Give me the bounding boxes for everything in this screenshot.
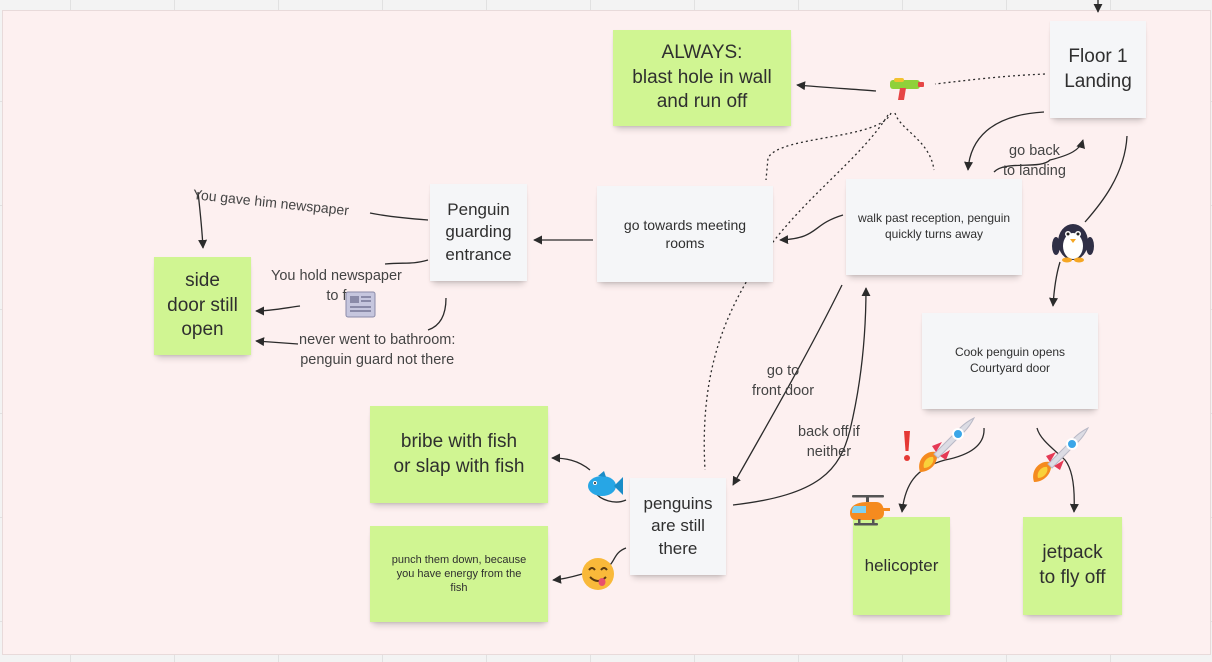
connector-penguins-to-yum[interactable] — [609, 547, 627, 566]
label-never-went-to-bathroom: never went to bathroom: penguin guard no… — [299, 332, 456, 369]
connector-yum-to-punch[interactable] — [552, 573, 583, 584]
helicopter-icon — [850, 495, 890, 526]
connector-floor1-to-penguin[interactable] — [1084, 135, 1128, 223]
connector-gun-to-always[interactable] — [796, 81, 877, 92]
sticky-cook-penguin-opens-courtyard[interactable]: Cook penguin opens Courtyard door — [922, 313, 1098, 409]
connector-back-to-landing[interactable] — [993, 139, 1085, 173]
sticky-punch-them-down[interactable]: punch them down, because you have energy… — [370, 526, 548, 622]
penguin-icon — [1052, 224, 1094, 263]
sticky-penguins-still-there[interactable]: penguins are still there — [630, 478, 726, 575]
fish-icon — [588, 471, 623, 496]
newspaper-icon — [345, 291, 376, 318]
connector-gave-newspaper-down[interactable] — [197, 191, 208, 249]
sticky-jetpack-fly-off[interactable]: jetpack to fly off — [1023, 517, 1122, 615]
connector-front-door[interactable] — [732, 284, 843, 486]
connector-cook-to-jetpack[interactable] — [1036, 427, 1079, 513]
rocket-icon — [919, 416, 976, 472]
label-you-hold-newspaper: You hold newspaper to f — [271, 268, 402, 305]
sticky-penguin-guarding-entrance[interactable]: Penguin guarding entrance — [430, 184, 527, 281]
connector-cook-to-helicopter[interactable] — [898, 427, 985, 513]
yum-face-icon — [582, 558, 614, 590]
connector-gave-newspaper[interactable] — [369, 212, 429, 221]
water-gun-icon — [890, 78, 924, 100]
connector-never-bathroom-arrow[interactable] — [255, 337, 299, 347]
connector-fish-to-bribe[interactable] — [551, 453, 591, 471]
connector-floor1-to-reception[interactable] — [964, 111, 1045, 171]
rocket-icon — [1033, 426, 1090, 482]
sticky-go-towards-meeting-rooms[interactable]: go towards meeting rooms — [597, 186, 773, 282]
connector-penguin-to-cook[interactable] — [1049, 261, 1061, 307]
sticky-floor1-landing[interactable]: Floor 1 Landing — [1050, 21, 1146, 118]
exclamation-icon — [904, 431, 910, 461]
sticky-bribe-with-fish[interactable]: bribe with fish or slap with fish — [370, 406, 548, 503]
sticky-helicopter[interactable]: helicopter — [853, 517, 950, 615]
connector-hold-newspaper-arrow[interactable] — [255, 305, 301, 316]
sticky-always-blast-hole[interactable]: ALWAYS: blast hole in wall and run off — [613, 30, 791, 126]
connector-floor1-to-gun[interactable] — [934, 73, 1046, 85]
connector-gun-to-penguins[interactable] — [703, 114, 889, 471]
sticky-side-door-still-open[interactable]: side door still open — [154, 257, 251, 355]
connector-gun-to-reception[interactable] — [894, 112, 935, 171]
connector-never-bathroom[interactable] — [427, 297, 447, 331]
label-back-off-if-neither: back off if neither — [798, 424, 860, 461]
label-go-back-to-landing: go back to landing — [1003, 143, 1066, 180]
connector-hold-newspaper[interactable] — [384, 259, 429, 265]
connector-back-off[interactable] — [732, 287, 871, 506]
label-go-to-front-door: go to front door — [752, 363, 815, 400]
sticky-walk-past-reception[interactable]: walk past reception, penguin quickly tur… — [846, 179, 1022, 275]
connector-reception-to-meeting[interactable] — [779, 214, 844, 245]
